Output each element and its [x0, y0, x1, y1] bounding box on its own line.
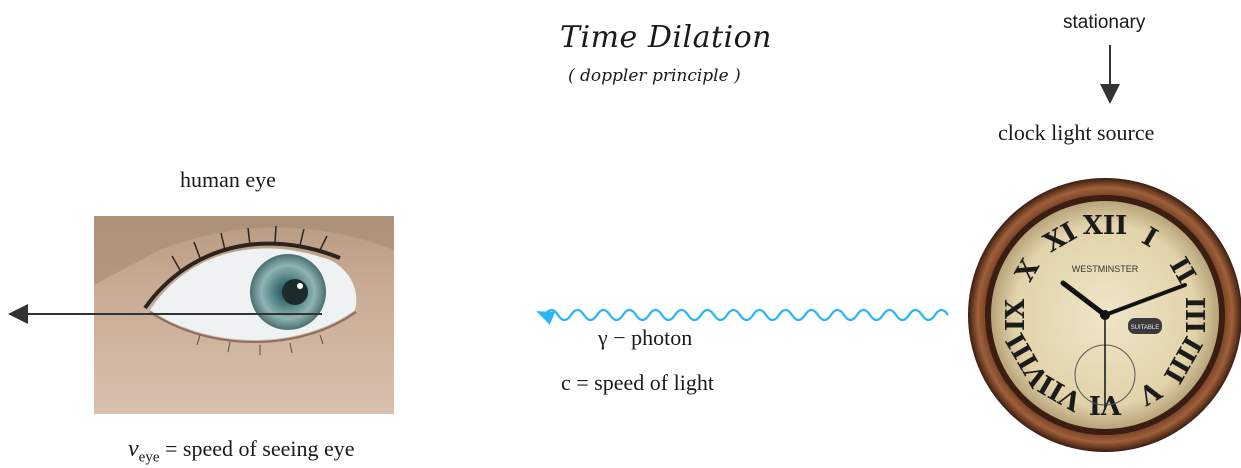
- stationary-label: stationary: [1063, 12, 1146, 33]
- human-eye-label: human eye: [180, 167, 276, 192]
- clock-light-source-label: clock light source: [998, 120, 1155, 145]
- diagram-subtitle: ( doppler principle ): [568, 66, 741, 86]
- eye-speed-rest: = speed of seeing eye: [159, 436, 355, 461]
- eye-speed-sub: eye: [138, 449, 160, 466]
- clock-numeral: III: [1179, 297, 1209, 334]
- clock-minute-hand: [1103, 283, 1187, 317]
- speed-of-light-label: c = speed of light: [561, 370, 714, 395]
- clock-numeral: XII: [1083, 211, 1128, 241]
- eye-speed-var: v: [128, 436, 139, 462]
- photon-label: γ − photon: [598, 325, 693, 350]
- clock-badge-text: SUITABLE: [1131, 325, 1160, 331]
- photon-wave: [536, 308, 949, 325]
- clock-hour-hand: [1060, 280, 1108, 318]
- eye-speed-label: veye = speed of seeing eye: [128, 436, 355, 466]
- clock-brand: WESTMINSTER: [1072, 264, 1139, 274]
- clock-numeral: IX: [1001, 298, 1031, 331]
- diagram-title: Time Dilation: [560, 20, 773, 55]
- clock-badge: [1128, 318, 1162, 334]
